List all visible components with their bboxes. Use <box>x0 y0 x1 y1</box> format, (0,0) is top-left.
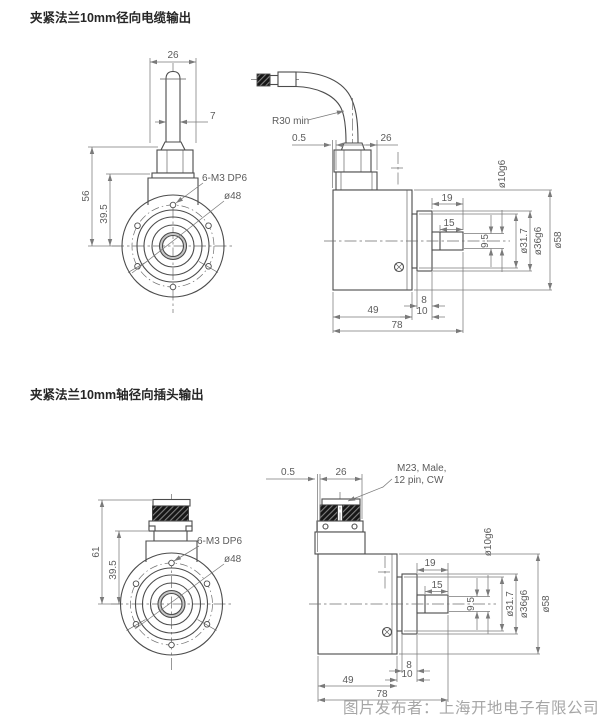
dim-label-26-top: 26 <box>167 50 179 61</box>
fig2-bolt-holes <box>132 559 211 649</box>
fig2-side-dimensions: M23, Male, 12 pin, CW 0.5 26 19 15 9.5 ø… <box>266 463 552 703</box>
figure2-title: 夹紧法兰10mm轴径向插头输出 <box>30 388 204 402</box>
fig2-side-view: M23, Male, 12 pin, CW 0.5 26 19 15 9.5 ø… <box>266 463 552 703</box>
fig1-flange-circles <box>121 194 225 298</box>
dim-label-15: 15 <box>443 218 455 229</box>
dim-label-7: 7 <box>210 111 216 122</box>
dim-label-19: 19 <box>441 193 453 204</box>
fig2-connector-base-side <box>316 520 364 533</box>
dim-label-49-f2: 49 <box>342 675 354 686</box>
dim-label-26-f2: 26 <box>335 467 347 478</box>
dim-label-d36g6-f2: ø36g6 <box>519 589 530 618</box>
dim-label-d31-7-f2: ø31.7 <box>505 591 516 617</box>
fig2-flange-circles <box>119 552 224 656</box>
label-6-m3-dp6: 6-M3 DP6 <box>202 173 247 184</box>
fig2-connector-knurl-front <box>152 505 189 522</box>
fig2-front-dimensions: 61 39.5 6-M3 DP6 ø48 <box>91 499 242 630</box>
fig1-side-dimensions: R30 min 0.5 26 19 15 9.5 ø10g6 ø <box>272 110 564 334</box>
fig2-connector-block-side <box>314 531 366 555</box>
publisher-watermark: 图片发布者：上海开地电子有限公司 <box>343 700 600 717</box>
dim-label-d58-f2: ø58 <box>541 595 552 613</box>
label-r30-min: R30 min <box>272 116 309 127</box>
fig2-housing-block-front <box>145 540 198 562</box>
fig2-connector-plate-side <box>321 498 361 506</box>
label-6-m3-dp6-f2: 6-M3 DP6 <box>197 536 242 547</box>
dim-label-49: 49 <box>367 305 379 316</box>
fig1-screw-head <box>393 261 405 273</box>
dim-label-d10g6-f2: ø10g6 <box>483 527 494 556</box>
dim-label-39-5-f2: 39.5 <box>108 560 119 580</box>
fig1-gland-cap-front <box>160 141 186 151</box>
dim-label-d31-7: ø31.7 <box>519 228 530 254</box>
dim-label-9-5-f2: 9.5 <box>466 597 477 611</box>
dim-label-39-5: 39.5 <box>99 204 110 224</box>
fig1-gland-base-side <box>335 171 378 191</box>
dim-label-10-f2: 10 <box>401 669 413 680</box>
dim-label-15-f2: 15 <box>431 580 443 591</box>
fig1-gland-nut-front <box>156 149 194 174</box>
dim-label-8: 8 <box>421 295 427 306</box>
fig1-side-view: R30 min 0.5 26 19 15 9.5 ø10g6 ø <box>251 71 564 334</box>
fig2-connector-cap-front <box>152 498 191 507</box>
dim-label-9-5: 9.5 <box>480 234 491 248</box>
fig1-gland-cap-side <box>340 142 366 151</box>
fig1-gland-nut-side <box>333 149 372 173</box>
dim-label-0-5-f2: 0.5 <box>281 467 295 478</box>
fig1-front-dimensions: 26 7 56 39.5 6-M3 DP6 ø48 <box>81 50 247 274</box>
dim-label-d10g6: ø10g6 <box>497 159 508 188</box>
figure1-title: 夹紧法兰10mm径向电缆输出 <box>30 11 192 25</box>
fig1-housing-block-front <box>147 177 199 205</box>
label-m23-line2: 12 pin, CW <box>394 475 444 486</box>
fig2-front-view: 61 39.5 6-M3 DP6 ø48 <box>91 494 242 670</box>
dim-label-10: 10 <box>416 306 428 317</box>
fig2-connector-knurl-side-right <box>342 504 361 522</box>
dim-label-0-5: 0.5 <box>292 133 306 144</box>
fig2-connector-knurl-side-left <box>319 504 338 522</box>
dim-label-56: 56 <box>81 190 92 202</box>
fig1-body <box>332 189 413 291</box>
dim-label-d58: ø58 <box>553 231 564 249</box>
dim-label-26-side: 26 <box>380 133 392 144</box>
dim-label-8-f2: 8 <box>406 660 412 671</box>
fig1-cable <box>251 71 359 194</box>
dim-label-78-f2: 78 <box>376 689 388 700</box>
fig1-front-view: 26 7 56 39.5 6-M3 DP6 ø48 <box>81 50 247 313</box>
dim-label-19-f2: 19 <box>424 558 436 569</box>
label-m23-line1: M23, Male, <box>397 463 446 474</box>
dim-label-d36g6: ø36g6 <box>533 226 544 255</box>
label-d48: ø48 <box>224 191 242 202</box>
fig1-shaft-front <box>165 70 181 148</box>
cable-tip <box>256 73 271 87</box>
label-d48-f2: ø48 <box>224 554 242 565</box>
fig2-screw-head <box>381 626 393 638</box>
dim-label-78: 78 <box>391 320 403 331</box>
dim-label-61: 61 <box>91 546 102 558</box>
